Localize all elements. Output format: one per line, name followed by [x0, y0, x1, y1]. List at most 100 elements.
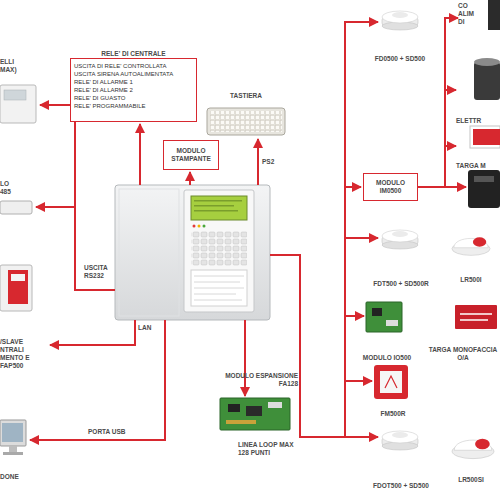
detector: FDT500 + SD500R	[372, 222, 430, 288]
expansion-wire	[244, 320, 246, 396]
call-point-image	[374, 365, 408, 399]
electromagnet: ELETTR	[456, 55, 500, 125]
monitor-stand	[9, 446, 17, 452]
node-line: RELE' DI ALLARME 2	[74, 86, 193, 94]
sign-frame	[470, 126, 500, 148]
keyboard: TASTIERA	[205, 92, 287, 137]
loop-bus	[345, 22, 378, 437]
node-line: USCITA DI RELE' CONTROLLATA	[74, 62, 193, 70]
lcd-line	[194, 205, 234, 207]
detector: FDOT500 + SD500	[372, 422, 430, 490]
power-unit-image	[488, 0, 500, 30]
warning-sign: TARGA M	[456, 122, 500, 170]
sign-image	[470, 126, 500, 148]
connector-arrow	[418, 146, 456, 187]
panel-cabinet	[115, 185, 270, 320]
magnet-face	[474, 58, 500, 66]
slave-panel-image	[0, 265, 32, 311]
node-label: LO 485	[0, 180, 18, 196]
keypad	[191, 231, 247, 266]
loop-branch	[345, 380, 372, 382]
lan-wire	[50, 320, 135, 345]
sounder: LR500SI	[445, 422, 497, 484]
node-line: RELE' DI ALLARME 1	[74, 78, 193, 86]
warning-sign: TARGA MONOFACCIA O/A	[426, 300, 500, 362]
expansion-board-image	[220, 398, 290, 430]
sign-face	[473, 129, 500, 145]
detector-image	[382, 431, 418, 450]
circuit-board	[220, 398, 290, 430]
connector	[386, 320, 398, 326]
relay-wire	[139, 124, 141, 185]
node-line: USCITA SIRENA AUTOALIMENTATA	[74, 70, 193, 78]
monitor-screen	[2, 423, 23, 442]
io-module: MODULO IO500	[362, 298, 412, 362]
slave-cabinet	[0, 265, 32, 311]
led	[198, 225, 201, 228]
connector-arrow	[418, 90, 456, 187]
loop-line	[270, 255, 378, 437]
node-label: LR500I	[460, 276, 481, 284]
node-label: LR500SI	[458, 476, 484, 484]
magnet-body	[474, 62, 500, 100]
rs485-module-image	[0, 201, 32, 214]
sounder-image	[452, 439, 494, 459]
sounder-image	[452, 237, 490, 255]
loop-label: LINEA LOOP MAX 128 PUNTI	[238, 441, 300, 457]
sounder: LR500I	[445, 222, 497, 284]
panel-door	[119, 189, 179, 316]
node-label: CO ALIM DI	[458, 2, 482, 26]
slave-front	[8, 270, 28, 304]
node-label: RELE' DI CENTRALE	[70, 50, 197, 58]
remote-panel: ELLI MAX)	[0, 58, 42, 84]
chip	[246, 406, 262, 416]
sign-lettering	[460, 314, 492, 320]
pin-strip	[226, 420, 256, 424]
panel-front	[184, 190, 254, 312]
led	[193, 225, 196, 228]
computer-image	[0, 420, 26, 455]
rs485-wire	[36, 206, 75, 208]
node-label: ELLI MAX)	[0, 58, 26, 74]
node-line: RELE' DI GUASTO	[74, 94, 193, 102]
sign-face	[455, 305, 497, 329]
detector: FD0500 + SD500	[372, 3, 428, 63]
io-board-image	[366, 302, 402, 332]
circuit-board	[366, 302, 402, 332]
node-label: MODULO IM0500	[366, 179, 415, 195]
port-label: PS2	[262, 158, 282, 166]
node-label: FD0500 + SD500	[375, 55, 425, 63]
sign-image	[455, 305, 497, 329]
keyboard-keys	[210, 111, 282, 132]
remote-panel-image	[0, 85, 36, 123]
node-label: MODULO ESPANSIONE FA128	[218, 372, 298, 388]
node-label: TASTIERA	[230, 92, 262, 100]
box-heading: RELE' DI CENTRALE	[70, 50, 197, 58]
relay-list-box: RELE' DI CENTRALEUSCITA DI RELE' CONTROL…	[70, 50, 197, 122]
expansion-module: MODULO ESPANSIONE FA128	[218, 372, 298, 432]
printer-module-box: MODULO STAMPANTE	[163, 140, 219, 170]
relay-list-frame: USCITA DI RELE' CONTROLLATAUSCITA SIRENA…	[70, 58, 197, 122]
printer-wire	[189, 172, 191, 185]
node-label: ELETTR	[456, 117, 481, 125]
electromagnet-image	[474, 58, 500, 100]
control-panel	[115, 185, 270, 320]
node-label: /SLAVE NTRALI MENTO E FAP500	[0, 338, 48, 370]
node-label: FM500R	[381, 410, 406, 418]
usb-wire	[30, 320, 165, 440]
node-line: RELE' PROGRAMMABILE	[74, 102, 193, 110]
power-contact: CO ALIM DI	[458, 2, 486, 34]
chip	[372, 308, 382, 316]
module-branch	[445, 186, 466, 188]
rs232-wire	[40, 105, 115, 290]
wiring	[30, 22, 466, 440]
chip	[228, 404, 240, 412]
node-label: FDT500 + SD500R	[373, 280, 428, 288]
call-point: FM500R	[366, 362, 420, 418]
call-point-body	[374, 365, 408, 399]
input-module-box: MODULO IM0500	[363, 173, 418, 201]
slave-panel: /SLAVE NTRALI MENTO E FAP500	[0, 262, 48, 370]
module-image	[468, 170, 500, 208]
keyboard-body	[207, 108, 285, 135]
